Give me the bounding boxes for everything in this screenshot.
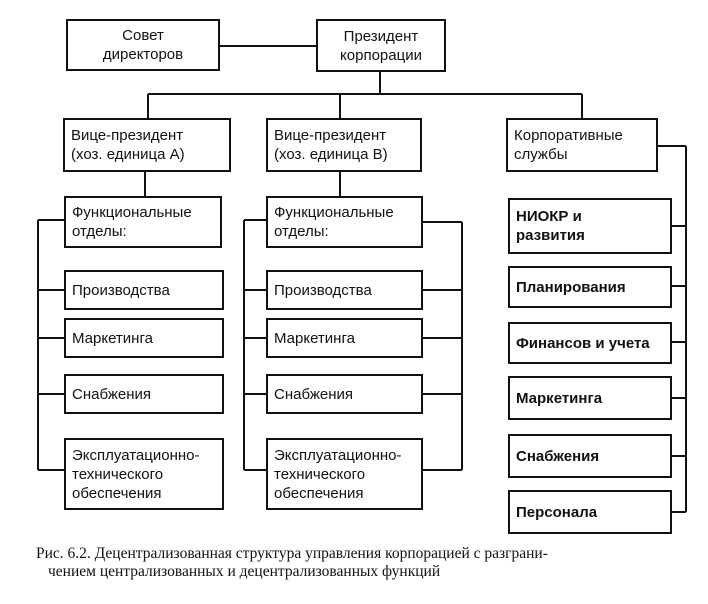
caption-line-2: чением централизованных и децентрализова…	[48, 563, 441, 580]
personnel-box: Персонала	[508, 490, 672, 534]
corporate-services-box: Корпоративные службы	[506, 118, 658, 172]
vp-unit-a-box: Вице-президент (хоз. единица А)	[63, 118, 231, 172]
functional-depts-a-box: Функциональные отделы:	[64, 196, 222, 248]
supply-a-box: Снабжения	[64, 374, 224, 414]
maintenance-b-box: Эксплуатационно- технического обеспечени…	[266, 438, 423, 510]
supply-corp-box: Снабжения	[508, 434, 672, 478]
finance-box: Финансов и учета	[508, 322, 672, 364]
supply-b-box: Снабжения	[266, 374, 423, 414]
production-b-box: Производства	[266, 270, 423, 310]
production-a-box: Производства	[64, 270, 224, 310]
figure-caption: Рис. 6.2. Децентрализованная структура у…	[36, 545, 676, 581]
marketing-corp-box: Маркетинга	[508, 376, 672, 420]
functional-depts-b-box: Функциональные отделы:	[266, 196, 423, 248]
planning-box: Планирования	[508, 266, 672, 308]
marketing-b-box: Маркетинга	[266, 318, 423, 358]
board-of-directors-box: Совет директоров	[66, 19, 220, 71]
marketing-a-box: Маркетинга	[64, 318, 224, 358]
caption-line-1: Рис. 6.2. Децентрализованная структура у…	[36, 545, 548, 562]
president-box: Президент корпорации	[316, 19, 446, 72]
rnd-box: НИОКР и развития	[508, 198, 672, 254]
vp-unit-b-box: Вице-президент (хоз. единица В)	[266, 118, 422, 172]
maintenance-a-box: Эксплуатационно- технического обеспечени…	[64, 438, 224, 510]
